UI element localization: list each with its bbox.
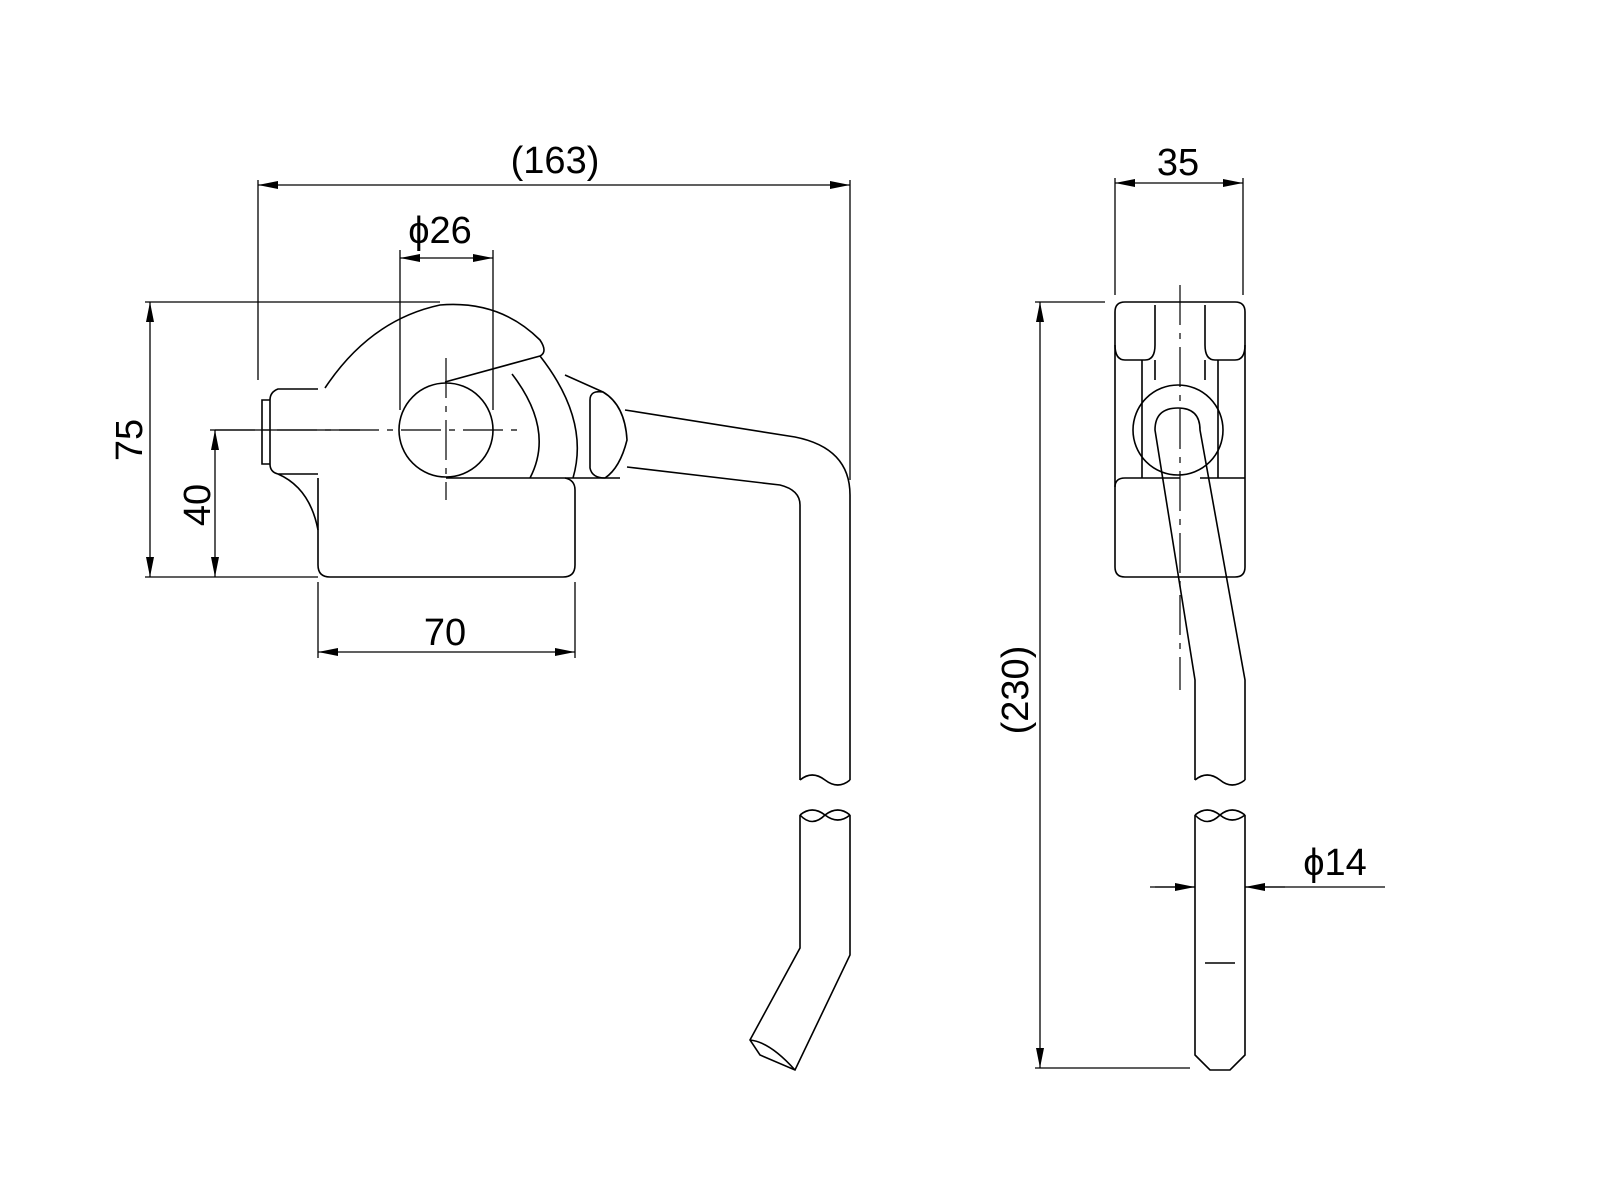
- side-rod-break: [1194, 774, 1246, 823]
- dim-side-width: 35: [1157, 142, 1199, 184]
- side-blocks: [1114, 305, 1246, 488]
- neck-arcs: [446, 355, 620, 479]
- side-frame: [1114, 301, 1246, 578]
- base-block: [317, 477, 576, 578]
- dim-hole-diameter: ϕ26: [408, 210, 472, 252]
- front-view: [215, 303, 851, 1072]
- dimensions: (163) ϕ26 75 40 70 35 (230) ϕ14: [109, 140, 1385, 1069]
- side-rod-lower: [1194, 815, 1246, 1071]
- dim-overall-length: (230): [995, 646, 1037, 735]
- rod-lower: [749, 815, 851, 1072]
- collar: [589, 390, 628, 479]
- dim-base-width: 70: [424, 612, 466, 654]
- dim-hole-center-height: 40: [177, 484, 219, 526]
- side-view: [1114, 285, 1246, 1071]
- rod-break: [799, 774, 851, 823]
- left-boss: [261, 388, 319, 531]
- dim-rod-diameter: ϕ14: [1303, 842, 1367, 884]
- side-hub: [1132, 384, 1224, 476]
- side-rod: [1154, 407, 1246, 780]
- dim-height: 75: [109, 419, 151, 461]
- dim-overall-width: (163): [511, 140, 600, 182]
- rod-upper: [624, 409, 851, 780]
- dome-body: [324, 303, 545, 389]
